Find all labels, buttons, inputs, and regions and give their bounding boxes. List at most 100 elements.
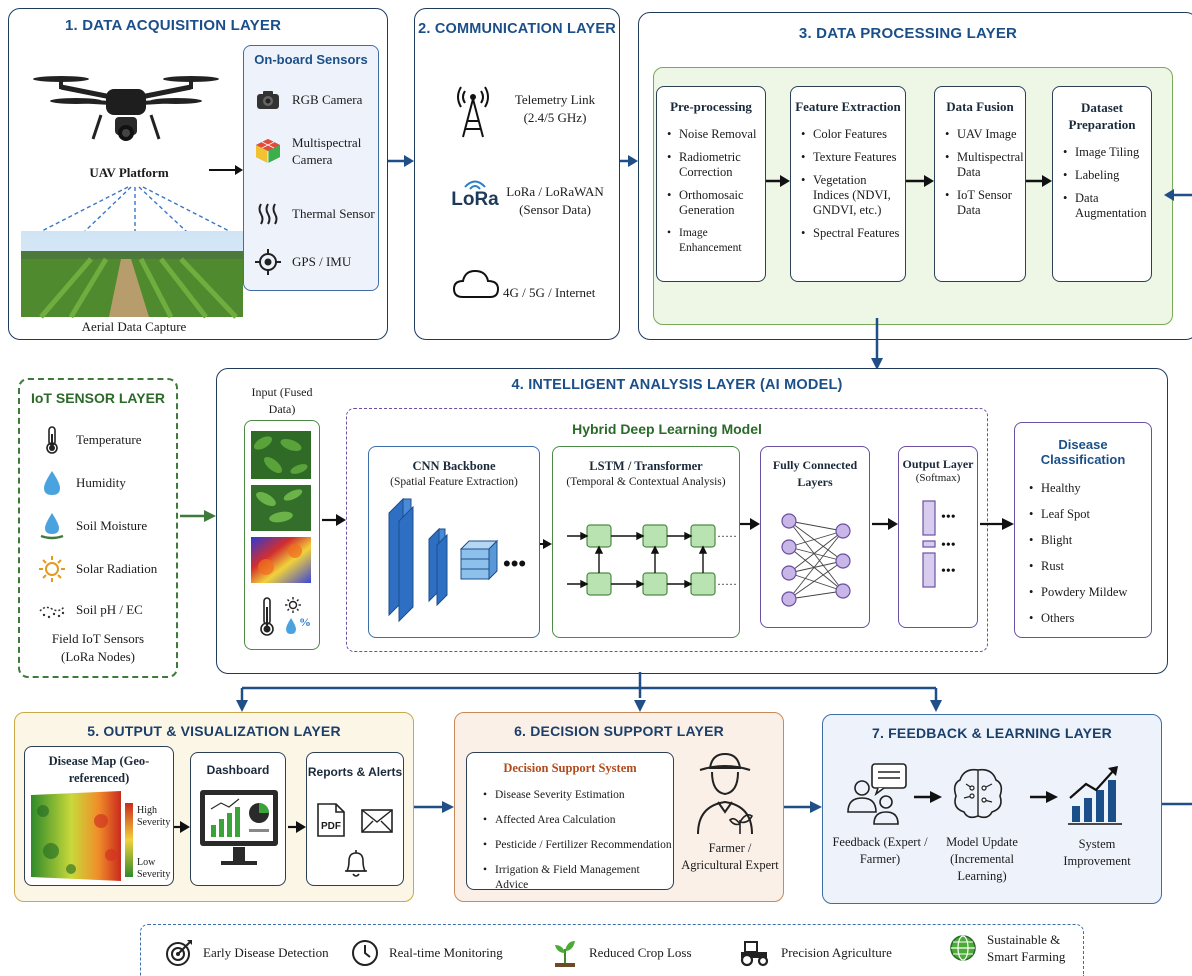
layer-title: 7. FEEDBACK & LEARNING LAYER	[872, 725, 1112, 741]
output-title: Output Layer	[902, 457, 974, 471]
arrow	[980, 518, 1014, 530]
list-item: Spectral Features	[801, 226, 905, 241]
sensor-label: GPS / IMU	[292, 254, 352, 269]
high-severity-label: High Severity	[137, 805, 171, 828]
iot-temperature: Temperature	[38, 426, 142, 454]
fc-title: Fully Connected Layers	[772, 458, 858, 489]
svg-text:•••: •••	[941, 510, 956, 525]
arrow	[740, 518, 760, 530]
arrow	[209, 165, 243, 175]
layer-title: 6. DECISION SUPPORT LAYER	[514, 723, 724, 739]
dashboard-title: Dashboard	[206, 763, 270, 777]
leaf-image	[251, 431, 311, 479]
list-item: Powdery Mildew	[1029, 585, 1151, 600]
list-item: Noise Removal	[667, 127, 765, 142]
feature-list: Color Features Texture Features Vegetati…	[799, 127, 905, 241]
camera-icon	[254, 86, 282, 114]
dss-box: Decision Support System Disease Severity…	[466, 752, 674, 893]
disease-map-image	[31, 791, 121, 881]
iot-sensor-layer: IoT SENSOR LAYER Temperature Humidity So…	[18, 378, 178, 678]
sun-icon	[38, 555, 66, 583]
leaf-image	[251, 485, 311, 531]
layer-title: 3. DATA PROCESSING LAYER	[798, 25, 1018, 42]
preprocessing-list: Noise Removal Radiometric Correction Ort…	[665, 127, 765, 256]
input-label: Input (Fused Data)	[251, 385, 313, 416]
dashboard-monitor-icon	[200, 790, 278, 865]
lstm-transformer-box: LSTM / Transformer (Temporal & Contextua…	[552, 446, 740, 638]
sprout-icon	[551, 939, 579, 967]
cnn-layers-graphic: •••	[388, 497, 526, 623]
lstm-subtitle: (Temporal & Contextual Analysis)	[566, 476, 726, 488]
list-item: Orthomosaic Generation	[667, 188, 765, 218]
reports-alerts-box: Reports & Alerts PDF	[306, 752, 404, 886]
disease-classification-box: Disease Classification Healthy Leaf Spot…	[1014, 422, 1152, 638]
onboard-sensors-box: On-board Sensors RGB Camera Multispectra…	[243, 45, 379, 291]
dataset-preparation-box: Dataset Preparation Image Tiling Labelin…	[1052, 86, 1152, 282]
list-item: Multispectral Data	[945, 150, 1025, 180]
internet-label: 4G / 5G / Internet	[503, 285, 596, 300]
benefit-early-detection: Early Disease Detection	[165, 939, 329, 967]
arrow	[174, 821, 190, 833]
drone-icon	[33, 76, 219, 141]
layer-title: 5. OUTPUT & VISUALIZATION LAYER	[87, 723, 341, 739]
svg-text:·····: ·····	[717, 577, 737, 591]
cloud-icon	[452, 267, 500, 304]
benefit-precision: Precision Agriculture	[737, 939, 892, 967]
benefits-bar: Early Disease Detection Real-time Monito…	[140, 924, 1084, 976]
arrow	[388, 155, 414, 167]
list-item: Color Features	[801, 127, 905, 142]
low-severity-label: Low Severity	[137, 857, 171, 880]
mail-icon	[361, 809, 393, 833]
iot-ph: Soil pH / EC	[38, 596, 143, 624]
list-item: Healthy	[1029, 481, 1151, 496]
thermometer-icon	[260, 597, 274, 636]
crosshair-icon	[254, 248, 282, 276]
target-icon	[165, 939, 193, 967]
input-box: %	[244, 420, 320, 650]
iot-label: Humidity	[76, 475, 126, 490]
layer-title: 2. COMMUNICATION LAYER	[418, 21, 616, 37]
output-subtitle: (Softmax)	[915, 472, 961, 484]
uav-platform-label: UAV Platform	[89, 165, 169, 180]
list-item: Data Augmentation	[1063, 191, 1151, 221]
scan-lines	[37, 186, 234, 234]
multispectral-icon	[254, 137, 282, 165]
box-title: Feature Extraction	[795, 99, 901, 114]
list-item: Leaf Spot	[1029, 507, 1151, 522]
list-item: Labeling	[1063, 168, 1151, 183]
lora-text: LoRa	[451, 189, 499, 210]
iot-footer: Field IoT Sensors (LoRa Nodes)	[51, 631, 145, 664]
arrow	[906, 175, 934, 187]
sensor-gps: GPS / IMU	[254, 248, 351, 276]
arrow	[322, 514, 346, 526]
dss-list: Disease Severity Estimation Affected Are…	[481, 788, 673, 893]
list-item: UAV Image	[945, 127, 1025, 142]
list-item: Radiometric Correction	[667, 150, 765, 180]
severity-scale	[125, 803, 133, 877]
iot-soil-moisture: Soil Moisture	[38, 512, 147, 540]
feedback-icon	[847, 763, 907, 825]
benefit-label: Precision Agriculture	[781, 945, 892, 960]
farmer-label: Farmer / Agricultural Expert	[681, 841, 779, 872]
list-item: Others	[1029, 611, 1151, 626]
list-item: IoT Sensor Data	[945, 188, 1025, 218]
sensor-rgb: RGB Camera	[254, 86, 362, 114]
feedback-label: Feedback (Expert / Farmer)	[832, 835, 928, 866]
benefit-label: Early Disease Detection	[203, 945, 329, 960]
arrow	[620, 155, 638, 167]
arrow	[766, 175, 790, 187]
dashboard-box: Dashboard	[190, 752, 286, 886]
multispectral-image	[251, 537, 311, 583]
arrow	[414, 801, 454, 813]
sensor-label: Multispectral Camera	[292, 135, 362, 167]
list-item: Irrigation & Field Management Advice	[483, 863, 673, 893]
benefit-sustainable: Sustainable & Smart Farming	[949, 931, 1077, 965]
list-item: Pesticide / Fertilizer Recommendation	[483, 838, 673, 853]
arrow	[1030, 791, 1058, 803]
thermal-icon	[254, 200, 282, 228]
svg-text:•••: •••	[941, 538, 956, 553]
svg-text:•••: •••	[941, 564, 956, 579]
iot-label: Soil pH / EC	[76, 602, 143, 617]
arrow	[914, 791, 942, 803]
arrow	[1026, 175, 1052, 187]
